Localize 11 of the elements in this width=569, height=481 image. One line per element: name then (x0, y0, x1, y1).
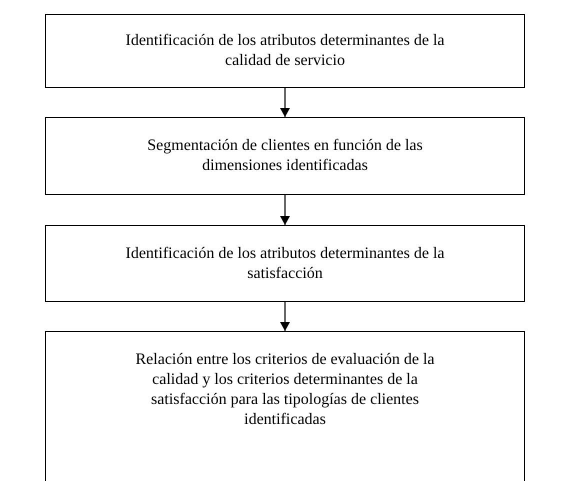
process-box (45, 117, 525, 195)
arrow (280, 88, 290, 117)
arrow (280, 195, 290, 225)
box-text: Identificación de los atributos determinantes de la satisfacción (124, 244, 446, 284)
box-text: Relación entre los criterios de evaluación de la calidad y los criterios determinantes de la satisfacción para las tipologías de clientes identificadas (134, 350, 436, 430)
arrow (280, 302, 290, 331)
process-box (45, 225, 525, 302)
box-text: Identificación de los atributos determinantes de la calidad de servicio (124, 31, 446, 71)
process-box (45, 331, 525, 481)
box-text: Segmentación de clientes en función de las dimensiones identificadas (146, 136, 424, 176)
process-box (45, 14, 525, 88)
